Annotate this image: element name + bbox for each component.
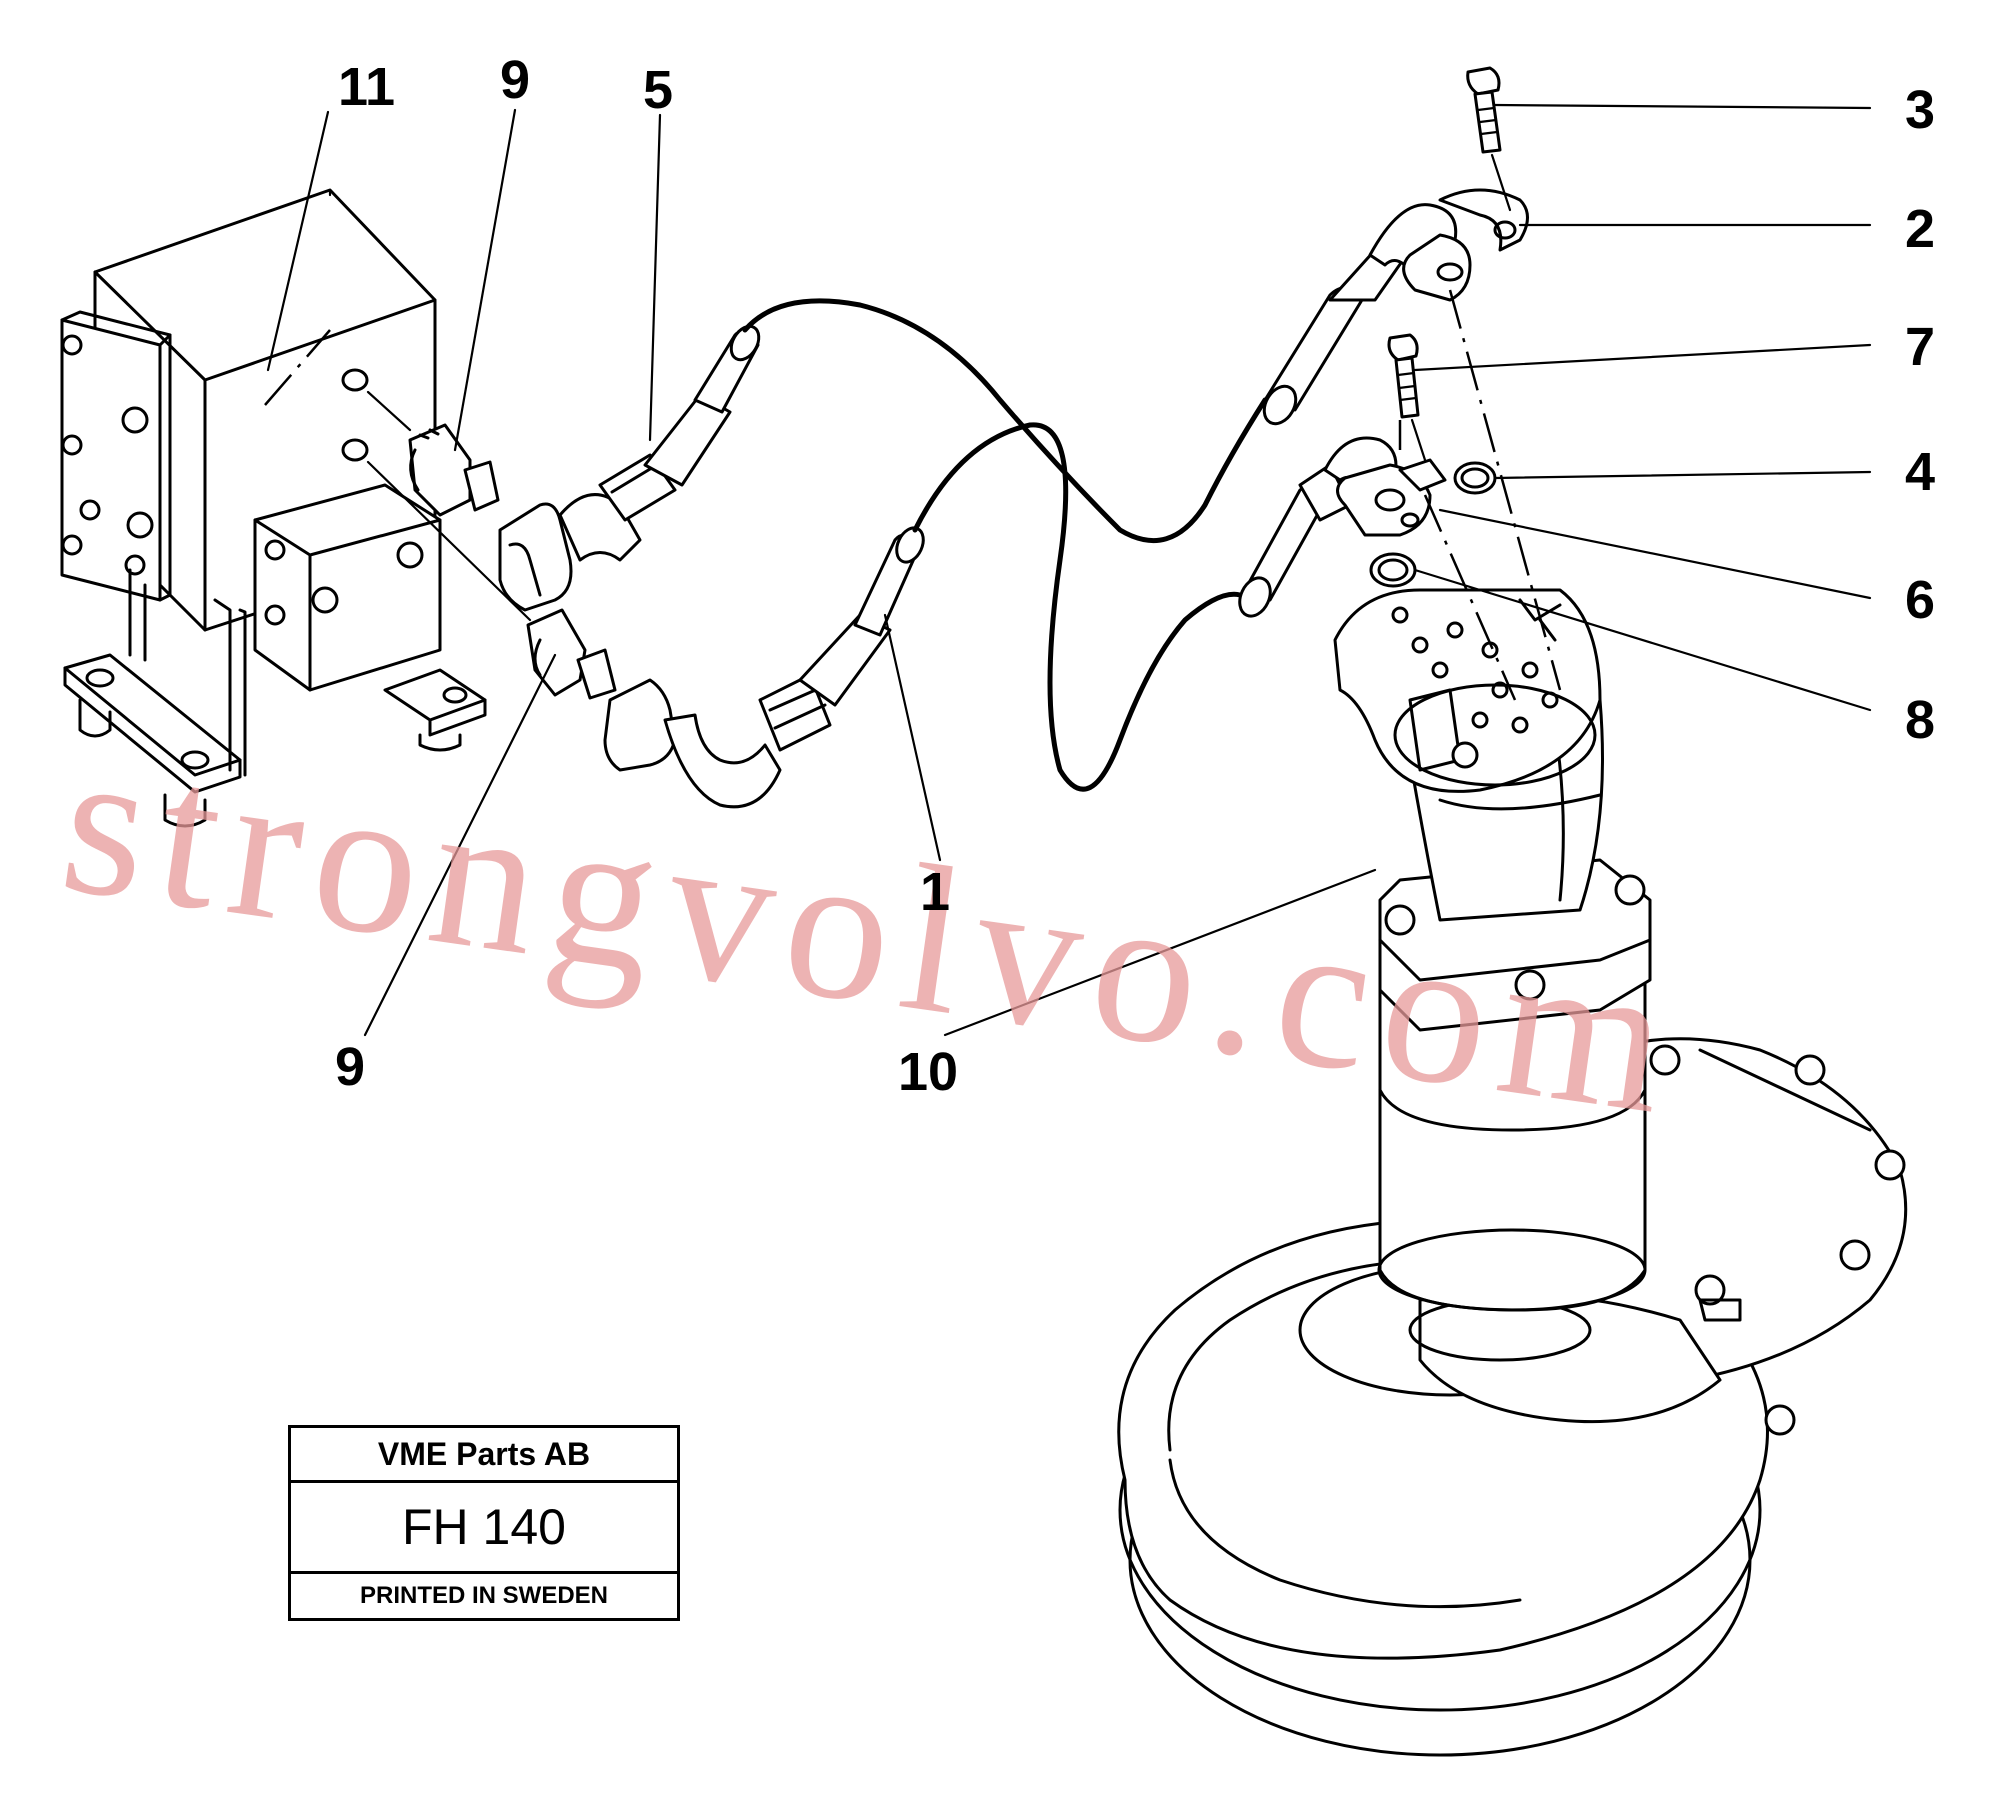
callout-6: 6 [1905,570,1935,630]
callout-labels: 11 9 5 3 2 7 4 6 8 1 9 10 [335,50,1935,1102]
printed-note: PRINTED IN SWEDEN [359,1582,608,1609]
callout-9-lower: 9 [335,1037,365,1097]
fitting-lower [366,460,617,700]
lower-elbow-assembly [1238,333,1497,618]
title-block: VME Parts AB FH 140 PRINTED IN SWEDEN [288,1425,680,1621]
leader-lines [266,103,1872,1037]
valve-block-assembly [60,188,487,828]
callout-7: 7 [1905,317,1935,377]
hose-upper [498,298,1268,612]
callout-1: 1 [920,862,950,922]
model-name: FH 140 [291,1483,677,1574]
center-lines [264,289,1562,701]
callout-9-upper: 9 [500,50,530,110]
callout-3: 3 [1905,80,1935,140]
callout-4: 4 [1905,442,1935,502]
motor-gearbox [1117,588,1908,1757]
upper-elbow-assembly [1262,66,1529,426]
callout-10: 10 [898,1042,958,1102]
callout-2: 2 [1905,199,1935,259]
callout-11: 11 [338,57,395,117]
hose-lower [603,422,1243,809]
callout-5: 5 [643,60,673,120]
company-name: VME Parts AB [291,1428,677,1483]
callout-8: 8 [1905,690,1935,750]
